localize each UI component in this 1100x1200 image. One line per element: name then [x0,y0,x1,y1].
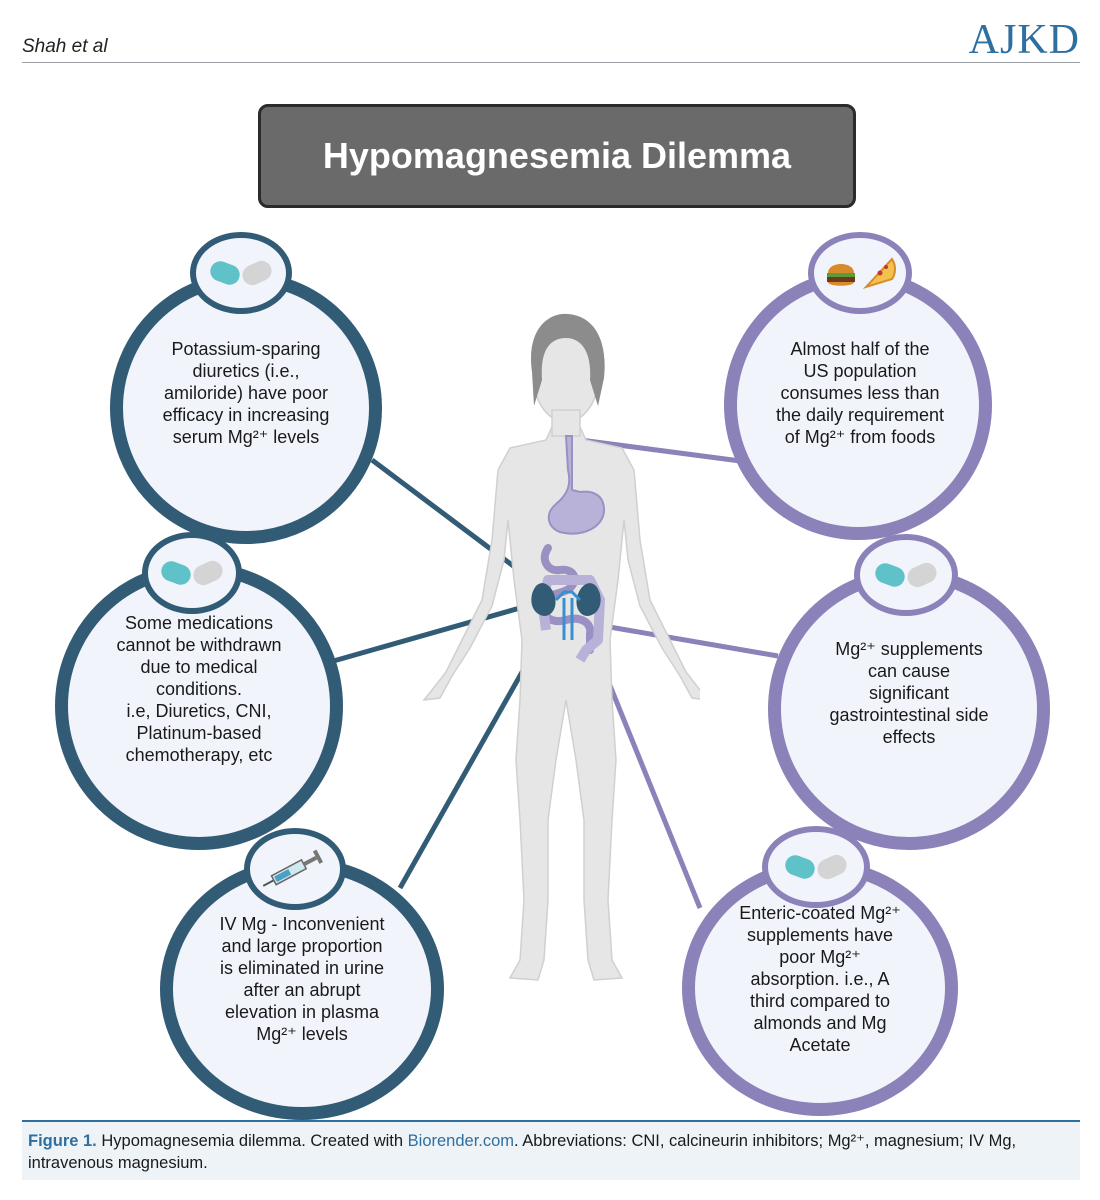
diagram-title: Hypomagnesemia Dilemma [322,135,792,176]
icon-circle-b3 [244,828,346,910]
connector-line-b2 [329,597,549,665]
caption-label: Figure 1. [28,1132,97,1150]
food-burger-pizza-icon [827,257,896,290]
icon-circle-b1 [190,232,292,314]
header-divider [22,62,1080,63]
pill-capsules-icon [210,260,272,286]
icon-circle-b6 [762,826,870,908]
icon-circle-b4 [808,232,912,314]
journal-logo: AJKD [968,17,1080,63]
figure-caption: Figure 1. Hypomagnesemia dilemma. Create… [22,1120,1080,1180]
biorender-link[interactable]: Biorender.com [407,1132,515,1150]
caption-text-2: . Abbreviations: CNI, calcineurin inhibi… [28,1132,1017,1172]
icon-circle-b2 [142,532,242,614]
author-label: Shah et al [22,36,108,57]
human-body-illustration [422,313,700,981]
icon-circle-b5 [854,534,958,616]
syringe-icon [262,849,324,887]
connector-line-b5 [597,622,779,659]
pill-capsules-icon [161,560,223,586]
pill-capsules-icon [785,854,847,880]
pill-capsules-icon [875,562,937,588]
title-box: Hypomagnesemia Dilemma [258,104,856,208]
caption-text-1: Hypomagnesemia dilemma. Created with [96,1132,408,1150]
